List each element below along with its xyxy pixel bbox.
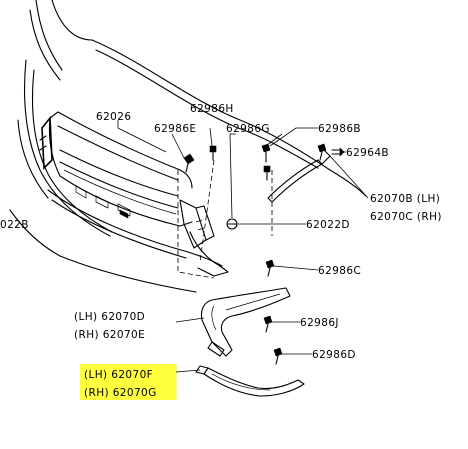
screw-62986g-icon xyxy=(261,143,271,181)
label-62986h[interactable]: 62986H xyxy=(190,103,234,115)
label-62022d[interactable]: 62022D xyxy=(306,219,350,231)
screw-62986h-icon xyxy=(209,145,217,161)
trim-62070d-e xyxy=(200,287,291,357)
label-62986g[interactable]: 62986G xyxy=(226,123,270,135)
label-62070b-lh[interactable]: 62070B (LH) xyxy=(370,193,440,205)
label-62070c-rh[interactable]: 62070C (RH) xyxy=(370,211,442,223)
screw-62986j-icon xyxy=(263,315,273,333)
fasteners xyxy=(183,143,345,365)
label-highlight xyxy=(80,364,177,400)
label-62022b-partial[interactable]: 022B xyxy=(0,219,29,231)
clip-62964b-icon xyxy=(331,147,345,157)
label-62986e[interactable]: 62986E xyxy=(154,123,196,135)
label-62070e-rh[interactable]: (RH) 62070E xyxy=(74,329,145,341)
label-62986j[interactable]: 62986J xyxy=(300,317,339,329)
screw-62986c-icon xyxy=(265,259,275,277)
screw-62986b-icon xyxy=(317,143,327,161)
label-62986d[interactable]: 62986D xyxy=(312,349,356,361)
bumper-assembly xyxy=(9,0,367,293)
label-62070f-lh[interactable]: (LH) 62070F xyxy=(84,369,153,381)
label-62986c[interactable]: 62986C xyxy=(318,265,361,277)
label-62026[interactable]: 62026 xyxy=(96,111,131,123)
nut-62022d-icon xyxy=(226,218,238,230)
trim-62070f-g xyxy=(195,365,305,397)
label-62070d-lh[interactable]: (LH) 62070D xyxy=(74,311,145,323)
labels: 62026 62986H 62986E 62986G 62986B 62964B… xyxy=(0,103,442,399)
label-62964b[interactable]: 62964B xyxy=(346,147,389,159)
leader-lines xyxy=(117,120,369,373)
reference-lines xyxy=(177,159,273,279)
label-62070g-rh[interactable]: (RH) 62070G xyxy=(84,387,157,399)
screw-62986e-icon xyxy=(183,153,195,173)
label-62986b[interactable]: 62986B xyxy=(318,123,361,135)
screw-62986d-icon xyxy=(273,347,283,365)
